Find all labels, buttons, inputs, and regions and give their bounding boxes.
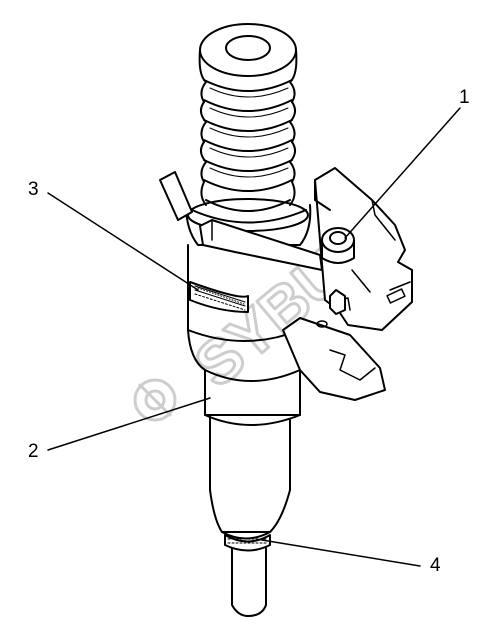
clamp-bolt [321, 227, 355, 264]
spring-coils [198, 23, 298, 212]
clamp-bar [199, 219, 323, 271]
callout-4: 4 [430, 555, 441, 576]
callout-2: 2 [28, 441, 39, 462]
o-ring-lower [224, 534, 271, 552]
o-ring-upper [189, 281, 249, 313]
nozzle-tip [231, 547, 267, 617]
callout-1: 1 [459, 87, 470, 108]
leader-line-1 [344, 107, 461, 239]
set-screw [329, 289, 346, 315]
leader-lines [47, 107, 461, 567]
callout-3: 3 [28, 179, 39, 200]
retainer-plate [282, 317, 386, 401]
hold-down-clamp [314, 167, 413, 331]
nozzle-nut [209, 414, 291, 540]
guide-pin [159, 171, 193, 221]
leader-line-4 [261, 539, 421, 567]
leader-line-2 [47, 397, 211, 451]
leader-line-3 [47, 192, 199, 291]
